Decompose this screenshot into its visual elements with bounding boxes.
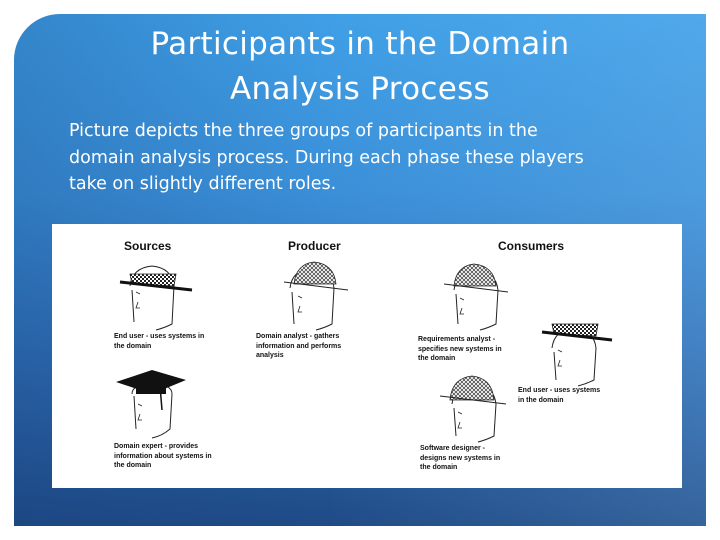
domain-analyst-head <box>283 261 349 331</box>
caption-line: information about systems in <box>114 452 212 460</box>
caption-line: the domain <box>114 342 152 350</box>
caption-line: the domain <box>418 355 456 362</box>
body-line-2: domain analysis process. During each pha… <box>69 147 584 168</box>
caption-line: in the domain <box>518 396 564 404</box>
requirements-analyst-head <box>443 263 509 331</box>
caption-line: Software designer - <box>420 445 485 452</box>
caption-source-end-user: End user - uses systems in the domain <box>114 332 204 351</box>
caption-line: information and performs <box>256 342 342 350</box>
caption-line: Requirements analyst - <box>418 336 496 343</box>
caption-line: Domain analyst - gathers <box>256 333 340 340</box>
header-sources: Sources <box>124 239 172 253</box>
slide-title: Participants in the Domain Analysis Proc… <box>14 22 706 112</box>
graduation-cap-icon <box>116 370 186 394</box>
caption-line: End user - uses systems <box>518 387 601 394</box>
title-line-1: Participants in the Domain <box>150 26 570 62</box>
mesh-helmet-icon <box>449 375 495 401</box>
mesh-helmet-icon <box>293 261 337 285</box>
caption-line: the domain <box>420 464 458 471</box>
header-consumers: Consumers <box>498 239 565 253</box>
mesh-helmet-icon <box>453 263 497 287</box>
source-end-user-head <box>119 265 193 331</box>
header-producer: Producer <box>288 239 341 253</box>
caption-line: End user - uses systems in <box>114 333 205 340</box>
body-line-3: take on slightly different roles. <box>69 174 337 194</box>
participants-figure: Sources Producer Consumers End user - us… <box>52 224 682 488</box>
caption-line: specifies new systems in <box>418 345 502 353</box>
title-line-2: Analysis Process <box>230 71 490 107</box>
caption-software-designer: Software designer - designs new systems … <box>420 444 500 473</box>
domain-expert-head <box>116 370 186 439</box>
slide-background: Participants in the Domain Analysis Proc… <box>14 14 706 526</box>
caption-line: the domain <box>114 462 152 469</box>
caption-line: designs new systems in <box>420 454 501 462</box>
consumer-end-user-head <box>541 323 613 387</box>
body-line-1: Picture depicts the three groups of part… <box>69 121 538 141</box>
caption-requirements-analyst: Requirements analyst - specifies new sys… <box>418 335 502 364</box>
caption-domain-expert: Domain expert - provides information abo… <box>114 442 212 471</box>
slide-body-text: Picture depicts the three groups of part… <box>69 118 679 198</box>
caption-consumer-end-user: End user - uses systems in the domain <box>518 386 600 405</box>
caption-line: Domain expert - provides <box>114 443 199 450</box>
software-designer-head <box>439 375 507 443</box>
participants-illustration <box>116 261 613 443</box>
caption-line: analysis <box>256 352 284 359</box>
caption-domain-analyst: Domain analyst - gathers information and… <box>256 332 341 361</box>
